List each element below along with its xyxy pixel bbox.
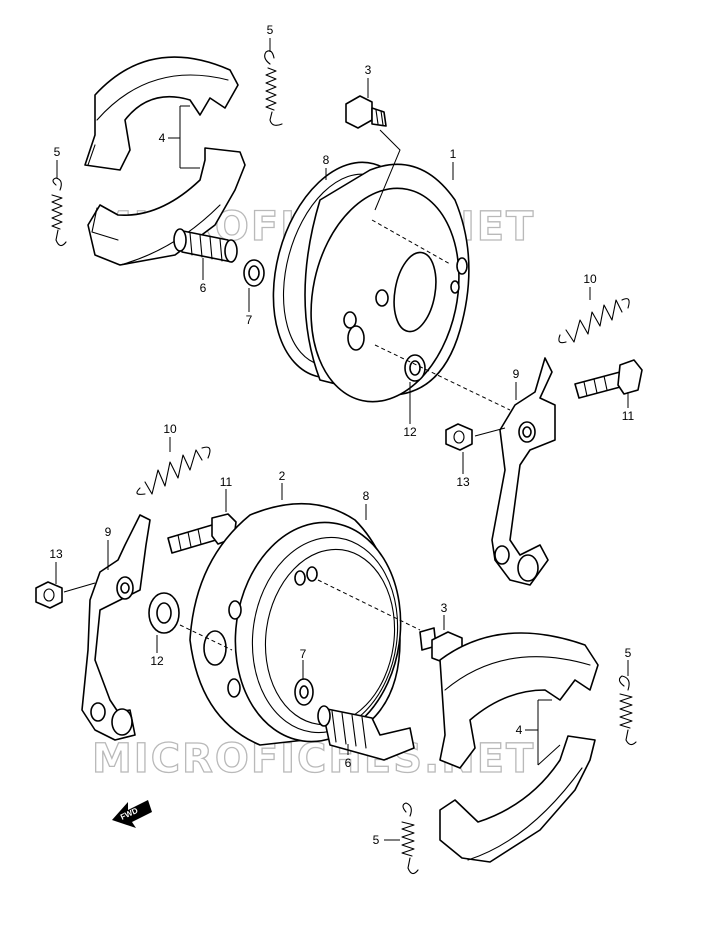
callout-11-top-bolt: 11 [622, 409, 635, 423]
callout-3-mid-bolt: 3 [441, 601, 448, 615]
callout-2-mid-drum: 2 [279, 469, 286, 483]
callout-8-top-plate: 8 [323, 153, 330, 167]
callout-7-mid-washer: 7 [300, 647, 307, 661]
forward-direction-arrow: FWD [112, 800, 152, 828]
brake-drum-mid [189, 502, 402, 746]
callout-5-right-spring: 5 [625, 646, 632, 660]
callout-10-top-spring: 10 [583, 272, 597, 286]
callout-11-mid-bolt: 11 [220, 475, 233, 489]
brake-drum-top [304, 163, 470, 403]
brake-cam-top [173, 228, 238, 263]
callout-1-top-drum: 1 [450, 147, 457, 161]
washer-top [243, 259, 265, 287]
bolt-top [345, 95, 387, 129]
callout-4-top-shoe: 4 [159, 131, 166, 145]
spring-right [618, 675, 637, 746]
seal-12-mid [148, 592, 180, 634]
spring-top-left [51, 177, 67, 247]
spring-bottom [401, 802, 419, 875]
brake-shoe-bottom-right [439, 632, 599, 863]
callout-4-bottom-shoe: 4 [516, 723, 523, 737]
callout-13-mid-nut: 13 [49, 547, 63, 561]
nut-13-top [445, 423, 473, 451]
brake-lever-top [491, 357, 556, 586]
spring-top-upper [264, 50, 283, 126]
callout-9-top-lever: 9 [513, 367, 520, 381]
callout-3-top-bolt: 3 [365, 63, 372, 77]
callout-9-mid-lever: 9 [105, 525, 112, 539]
spring-10-mid [136, 446, 211, 495]
callout-8-mid-plate: 8 [363, 489, 370, 503]
bolt-11-top [574, 359, 643, 399]
callout-12-top-seal: 12 [403, 425, 417, 439]
brake-lever-mid [81, 514, 151, 741]
callout-5-bottom-spring: 5 [373, 833, 380, 847]
brake-cam-mid [317, 705, 415, 761]
callout-5-left-spring: 5 [54, 145, 61, 159]
spring-10-top [558, 298, 630, 344]
callout-5-top-spring: 5 [267, 23, 274, 37]
brake-shoe-top-left [84, 56, 246, 266]
callout-6-top-cam: 6 [200, 281, 207, 295]
callout-10-mid-spring: 10 [163, 422, 177, 436]
callout-13-top-nut: 13 [456, 475, 470, 489]
nut-13-mid [35, 581, 63, 609]
callout-12-mid-seal: 12 [150, 654, 164, 668]
callout-6-mid-cam: 6 [345, 756, 352, 770]
callout-7-top-washer: 7 [246, 313, 253, 327]
